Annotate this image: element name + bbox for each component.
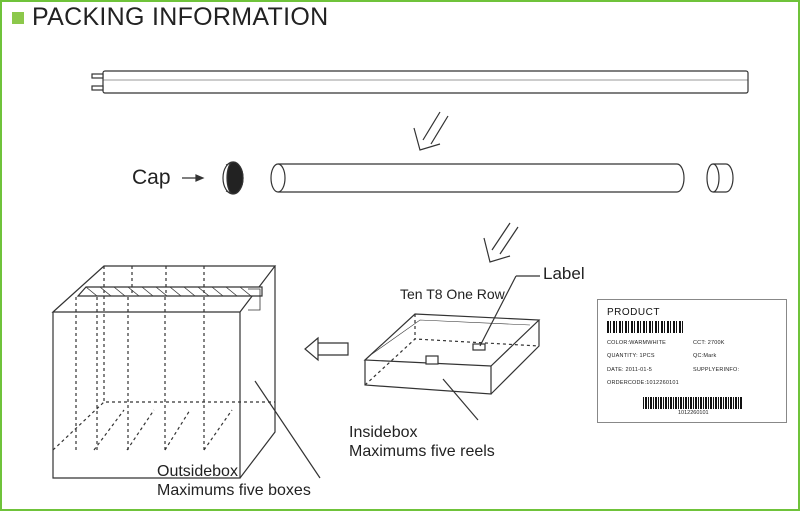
- arrow-down-left-icon: [483, 222, 519, 263]
- label-pointer-line: [479, 275, 517, 347]
- inside-box: [363, 313, 541, 395]
- inside-box-line2: Maximums five reels: [349, 443, 495, 460]
- ordercode-field: ORDERCODE:1012260101: [607, 380, 679, 386]
- supplier-field: SUPPLYERINFO:: [693, 367, 740, 373]
- outside-box-label: Outsidebox Maximums five boxes: [157, 462, 311, 500]
- inside-box-label: Insidebox Maximums five reels: [349, 423, 495, 461]
- cap-pointer-arrow: [182, 174, 205, 182]
- led-tube: [91, 70, 749, 94]
- inside-box-pointer-line: [442, 378, 479, 421]
- barcode-top: [607, 321, 685, 333]
- quantity-field: QUANTITY: 1PCS: [607, 353, 655, 359]
- end-cap: [222, 161, 244, 195]
- date-field: DATE: 2011-01-5: [607, 367, 652, 373]
- inside-box-line1: Insidebox: [349, 424, 418, 441]
- product-heading: PRODUCT: [607, 307, 660, 318]
- arrow-left-icon: [304, 336, 349, 362]
- outside-box-line1: Outsidebox: [157, 463, 238, 480]
- product-label-card: PRODUCT COLOR:WARMWHITE CCT: 2700K QUANT…: [597, 299, 787, 423]
- cct-field: CCT: 2700K: [693, 340, 725, 346]
- outside-box-line2: Maximums five boxes: [157, 482, 311, 499]
- barcode-bottom: [643, 397, 743, 409]
- outside-box-pointer-line: [254, 380, 321, 479]
- qc-field: QC:Mark: [693, 353, 717, 359]
- row-label: Ten T8 One Row: [400, 286, 505, 302]
- header-bullet: [12, 12, 24, 24]
- protective-sleeve: [270, 163, 685, 193]
- barcode-number: 1012260101: [678, 410, 709, 416]
- color-field: COLOR:WARMWHITE: [607, 340, 667, 346]
- arrow-down-left-icon: [413, 111, 449, 151]
- outside-box: [51, 265, 277, 479]
- page-title: PACKING INFORMATION: [32, 3, 329, 31]
- label-label: Label: [543, 264, 585, 283]
- end-cap-right: [706, 163, 734, 193]
- cap-label: Cap: [132, 166, 171, 189]
